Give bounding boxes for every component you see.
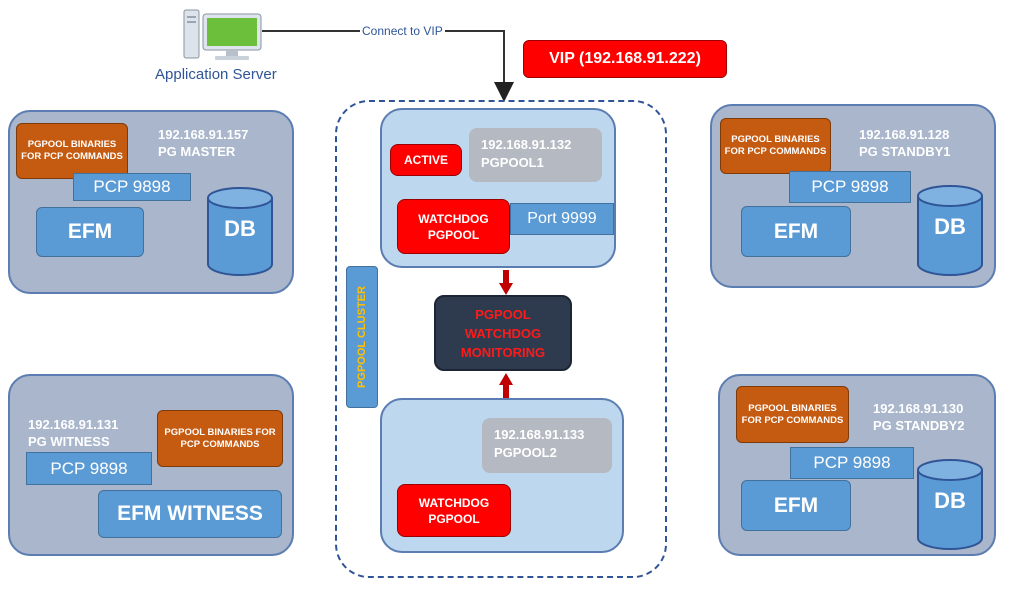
pgpool-binaries-box: PGPOOL BINARIES FOR PCP COMMANDS	[16, 123, 128, 179]
desktop-computer-icon	[183, 9, 262, 60]
witness-role: PG WITNESS	[28, 434, 110, 449]
vip-connection-line	[262, 30, 514, 102]
db-label: DB	[934, 488, 966, 513]
standby1-role: PG STANDBY1	[859, 144, 951, 159]
pgpool-binaries-box: PGPOOL BINARIES FOR PCP COMMANDS	[720, 118, 831, 174]
pgpool-binaries-box: PGPOOL BINARIES FOR PCP COMMANDS	[736, 386, 849, 443]
efm-box: EFM	[741, 206, 851, 257]
pgpool2-name: PGPOOL2	[494, 445, 557, 460]
pgpool1-ip: 192.168.91.132	[481, 137, 572, 152]
pgpool-binaries-box: PGPOOL BINARIES FOR PCP COMMANDS	[157, 410, 283, 467]
port-9999-label: Port 9999	[510, 203, 614, 235]
pgpool1-info: 192.168.91.132 PGPOOL1	[469, 128, 602, 182]
efm-box: EFM	[741, 480, 851, 531]
database-icon	[207, 187, 273, 276]
efm-box: EFM	[36, 207, 144, 257]
database-icon	[917, 459, 983, 550]
watchdog-monitoring-box: PGPOOL WATCHDOG MONITORING	[434, 295, 572, 371]
pcp-port: PCP 9898	[73, 173, 191, 201]
master-ip: 192.168.91.157	[158, 127, 249, 142]
vip-badge: VIP (192.168.91.222)	[523, 40, 727, 78]
efm-witness-box: EFM WITNESS	[98, 490, 282, 538]
pgpool1-name: PGPOOL1	[481, 155, 544, 170]
pgpool-cluster-boundary	[335, 100, 667, 578]
active-status-badge: ACTIVE	[390, 144, 462, 176]
pgpool-cluster-label: PGPOOL CLUSTER	[346, 266, 378, 408]
db-label: DB	[934, 214, 966, 239]
pgpool2-info: 192.168.91.133 PGPOOL2	[482, 418, 612, 473]
pgpool2-monitor-arrow	[499, 373, 513, 398]
app-server-label: Application Server	[155, 66, 277, 83]
pgpool1-monitor-arrow	[499, 270, 513, 295]
standby2-role: PG STANDBY2	[873, 418, 965, 433]
watchdog-pgpool-box: WATCHDOG PGPOOL	[397, 484, 511, 537]
witness-ip: 192.168.91.131	[28, 417, 119, 432]
pcp-port: PCP 9898	[789, 171, 911, 203]
database-icon	[917, 185, 983, 276]
pgpool2-ip: 192.168.91.133	[494, 427, 585, 442]
connect-to-vip-label: Connect to VIP	[360, 23, 445, 39]
standby1-ip: 192.168.91.128	[859, 127, 950, 142]
pcp-port: PCP 9898	[790, 447, 914, 479]
master-role: PG MASTER	[158, 144, 236, 159]
db-label: DB	[224, 216, 256, 241]
standby2-ip: 192.168.91.130	[873, 401, 964, 416]
watchdog-pgpool-box: WATCHDOG PGPOOL	[397, 199, 510, 254]
pcp-port: PCP 9898	[26, 452, 152, 485]
